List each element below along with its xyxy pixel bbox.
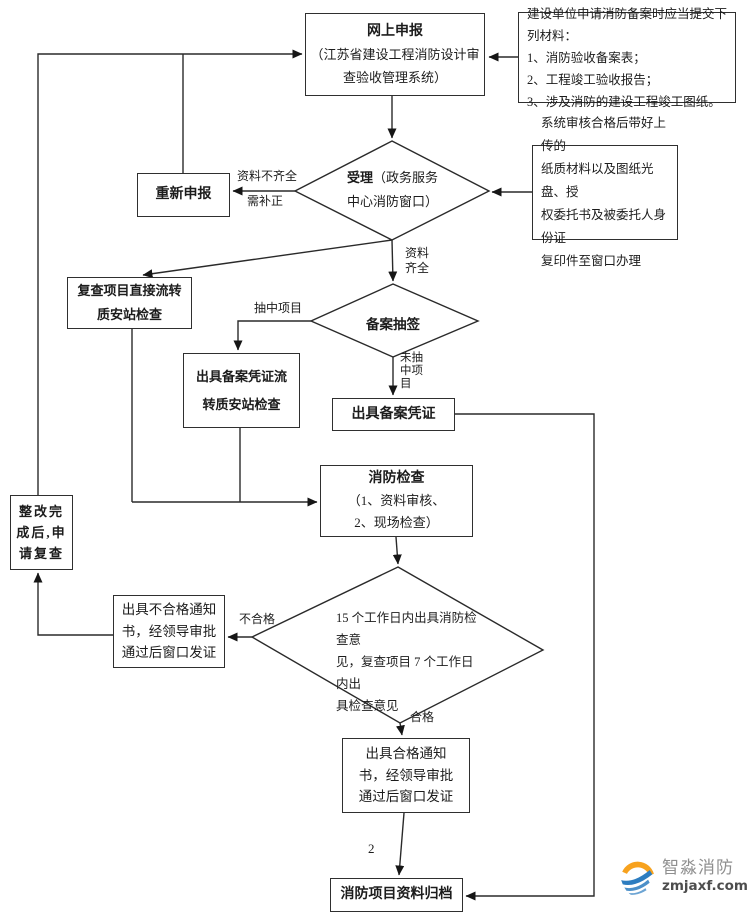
fire-check-title: 消防检查 [368,471,425,486]
edge-accept-to-lottery [388,239,398,282]
accept-title: 受理 [346,170,373,185]
node-issue-cert: 出具备案凭证 [332,398,455,431]
label-complete: 资料齐全 [405,246,430,275]
archive-label: 消防项目资料归档 [340,887,453,902]
accept-diamond-shape [293,140,491,241]
label-page-number: 2 [368,841,375,856]
edge-cert-to-archive [455,413,595,901]
lottery-diamond-shape [309,283,480,358]
fire-check-steps: （1、资料审核、2、现场检查） [347,493,446,530]
redeclare-label: 重新申报 [155,187,212,202]
edge-pass-to-archive [395,812,405,876]
logo-icon [619,859,655,895]
edge-deadline-to-pass [395,722,405,736]
fail-notice-label: 出具不合格通知书，经领导审批通过后窗口发证 [121,602,217,661]
label-drawn: 抽中项目 [254,301,303,315]
edge-accept-to-recheck [142,239,393,279]
label-incomplete-1: 资料不齐全 [237,169,298,183]
label-pass: 合格 [410,710,435,724]
node-fire-check: 消防检查 （1、资料审核、2、现场检查） [320,465,473,537]
materials-item-3: 3、涉及消防的建设工程竣工图纸。 [527,94,721,109]
edge-feedback-to-online [37,49,303,495]
materials-item-2: 2、工程竣工验收报告； [527,72,659,87]
materials-heading: 建设单位申请消防备案时应当提交下列材料： [527,6,728,43]
pass-notice-label: 出具合格通知书，经领导审批通过后窗口发证 [358,746,454,805]
edge-fail-to-rectify [33,572,113,636]
node-recheck-direct: 复查项目直接流转质安站检查 [67,277,192,329]
node-archive: 消防项目资料归档 [330,878,463,912]
note-materials: 建设单位申请消防备案时应当提交下列材料： 1、消防验收备案表； 2、工程竣工验收… [518,7,736,109]
node-rectify: 整改完成后,申请复查 [10,495,73,570]
issue-cert-transfer-label: 出具备案凭证流转质安站检查 [195,368,287,412]
edge-lottery-to-transfer [233,320,311,351]
edge-firecheck-to-deadline [392,536,402,565]
deadline-diamond-shape [250,566,545,724]
online-declare-title: 网上申报 [367,24,423,39]
online-declare-subtitle: （江苏省建设工程消防设计审查验收管理系统） [310,47,480,85]
label-fail: 不合格 [239,612,276,626]
rectify-label: 整改完成后,申请复查 [16,504,67,561]
deadline-diamond-label: 15 个工作日内出具消防检查意见，复查项目 7 个工作日内出具检查意见 [336,611,477,713]
node-pass-notice: 出具合格通知书，经领导审批通过后窗口发证 [342,738,470,813]
logo-name: 智淼消防 [662,858,734,877]
node-online-declare: 网上申报 （江苏省建设工程消防设计审查验收管理系统） [305,13,485,96]
system-review-text: 系统审核合格后带好上传的纸质材料以及图纸光盘、授权委托书及被委托人身份证复印件至… [541,116,667,268]
materials-item-1: 1、消防验收备案表； [527,50,646,65]
label-incomplete-2: 需补正 [247,194,284,208]
logo-url-link[interactable]: zmjaxf.com [662,878,748,894]
note-system-review: 系统审核合格后带好上传的纸质材料以及图纸光盘、授权委托书及被委托人身份证复印件至… [532,116,678,268]
recheck-direct-label: 复查项目直接流转质安站检查 [77,283,182,322]
accept-sub2: 中心消防窗口） [346,194,438,209]
logo: 智淼消防 zmjaxf.com [618,858,748,896]
accept-diamond-label: 受理（政务服务 中心消防窗口） [327,166,458,214]
lottery-diamond-label: 备案抽签 [366,317,420,332]
accept-sub1: （政务服务 [373,170,439,185]
label-not-drawn: 未抽中项目 [400,352,423,390]
node-fail-notice: 出具不合格通知书，经领导审批通过后窗口发证 [113,595,225,668]
issue-cert-label: 出具备案凭证 [351,406,436,422]
node-issue-cert-transfer: 出具备案凭证流转质安站检查 [183,353,300,428]
node-redeclare: 重新申报 [137,173,230,217]
